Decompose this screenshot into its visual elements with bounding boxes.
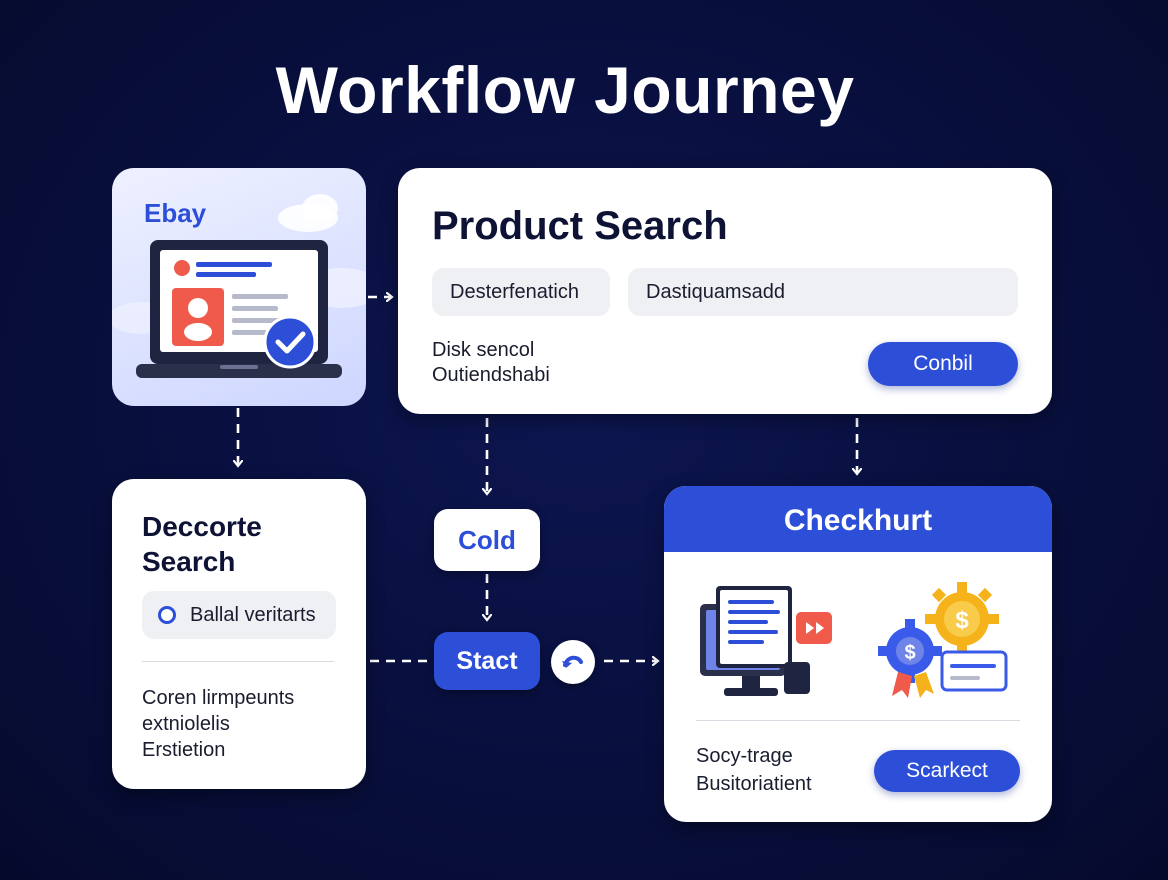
deccorte-title: Deccorte Search bbox=[142, 511, 262, 577]
laptop-illustration bbox=[112, 194, 366, 378]
svg-text:$: $ bbox=[955, 607, 969, 634]
product-search-subtext: Disk sencol Outiendshabi bbox=[432, 338, 550, 388]
filter-chip-1[interactable]: Desterfenatich bbox=[432, 268, 610, 316]
deccorte-body: Coren lirmpeunts extniolelis Erstietion bbox=[142, 685, 294, 763]
checkout-divider bbox=[696, 720, 1020, 721]
cold-button[interactable]: Cold bbox=[434, 509, 540, 571]
gears-icon: $ $ bbox=[878, 582, 999, 698]
checkout-text-line-2: Busitoriatient bbox=[696, 773, 812, 795]
product-search-card: Product Search Desterfenatich Dastiquams… bbox=[398, 168, 1052, 414]
refresh-button[interactable] bbox=[551, 640, 595, 684]
checkout-title: Checkhurt bbox=[783, 504, 933, 537]
body-line-3: Erstietion bbox=[142, 739, 226, 761]
check-badge-icon bbox=[263, 315, 317, 369]
product-search-title: Product Search bbox=[432, 204, 728, 248]
checkout-card: Checkhurt bbox=[664, 486, 1052, 822]
body-line-2: extniolelis bbox=[142, 713, 230, 735]
brand-name: Ebay bbox=[144, 198, 207, 228]
radio-option[interactable]: Ballal veritarts bbox=[142, 591, 336, 639]
radio-icon bbox=[158, 606, 176, 624]
checkout-header bbox=[664, 486, 1052, 552]
subtext-line-2: Outiendshabi bbox=[432, 364, 550, 386]
search-field[interactable]: Dastiquamsadd bbox=[628, 268, 1018, 316]
page-title: Workflow Journey bbox=[275, 53, 855, 127]
video-icon bbox=[796, 612, 832, 644]
deccorte-search-card: Deccorte Search Ballal veritarts Coren l… bbox=[112, 479, 366, 789]
checkout-illustration: $ $ bbox=[700, 582, 1008, 698]
refresh-icon bbox=[562, 655, 583, 668]
svg-text:$: $ bbox=[904, 642, 915, 664]
checkout-button[interactable]: Scarkect bbox=[874, 750, 1020, 792]
brand-card[interactable]: Ebay bbox=[112, 168, 366, 406]
divider bbox=[142, 661, 334, 662]
computer-icon bbox=[700, 586, 810, 696]
body-line-1: Coren lirmpeunts bbox=[142, 687, 295, 709]
radio-option-label: Ballal veritarts bbox=[190, 604, 316, 626]
checkout-text: Socy-trage Busitoriatient bbox=[696, 742, 812, 798]
confirm-button[interactable]: Conbil bbox=[868, 342, 1018, 386]
checkout-text-line-1: Socy-trage bbox=[696, 745, 793, 767]
subtext-line-1: Disk sencol bbox=[432, 339, 535, 361]
credit-card-icon bbox=[940, 650, 1008, 692]
stact-button[interactable]: Stact bbox=[434, 632, 540, 690]
